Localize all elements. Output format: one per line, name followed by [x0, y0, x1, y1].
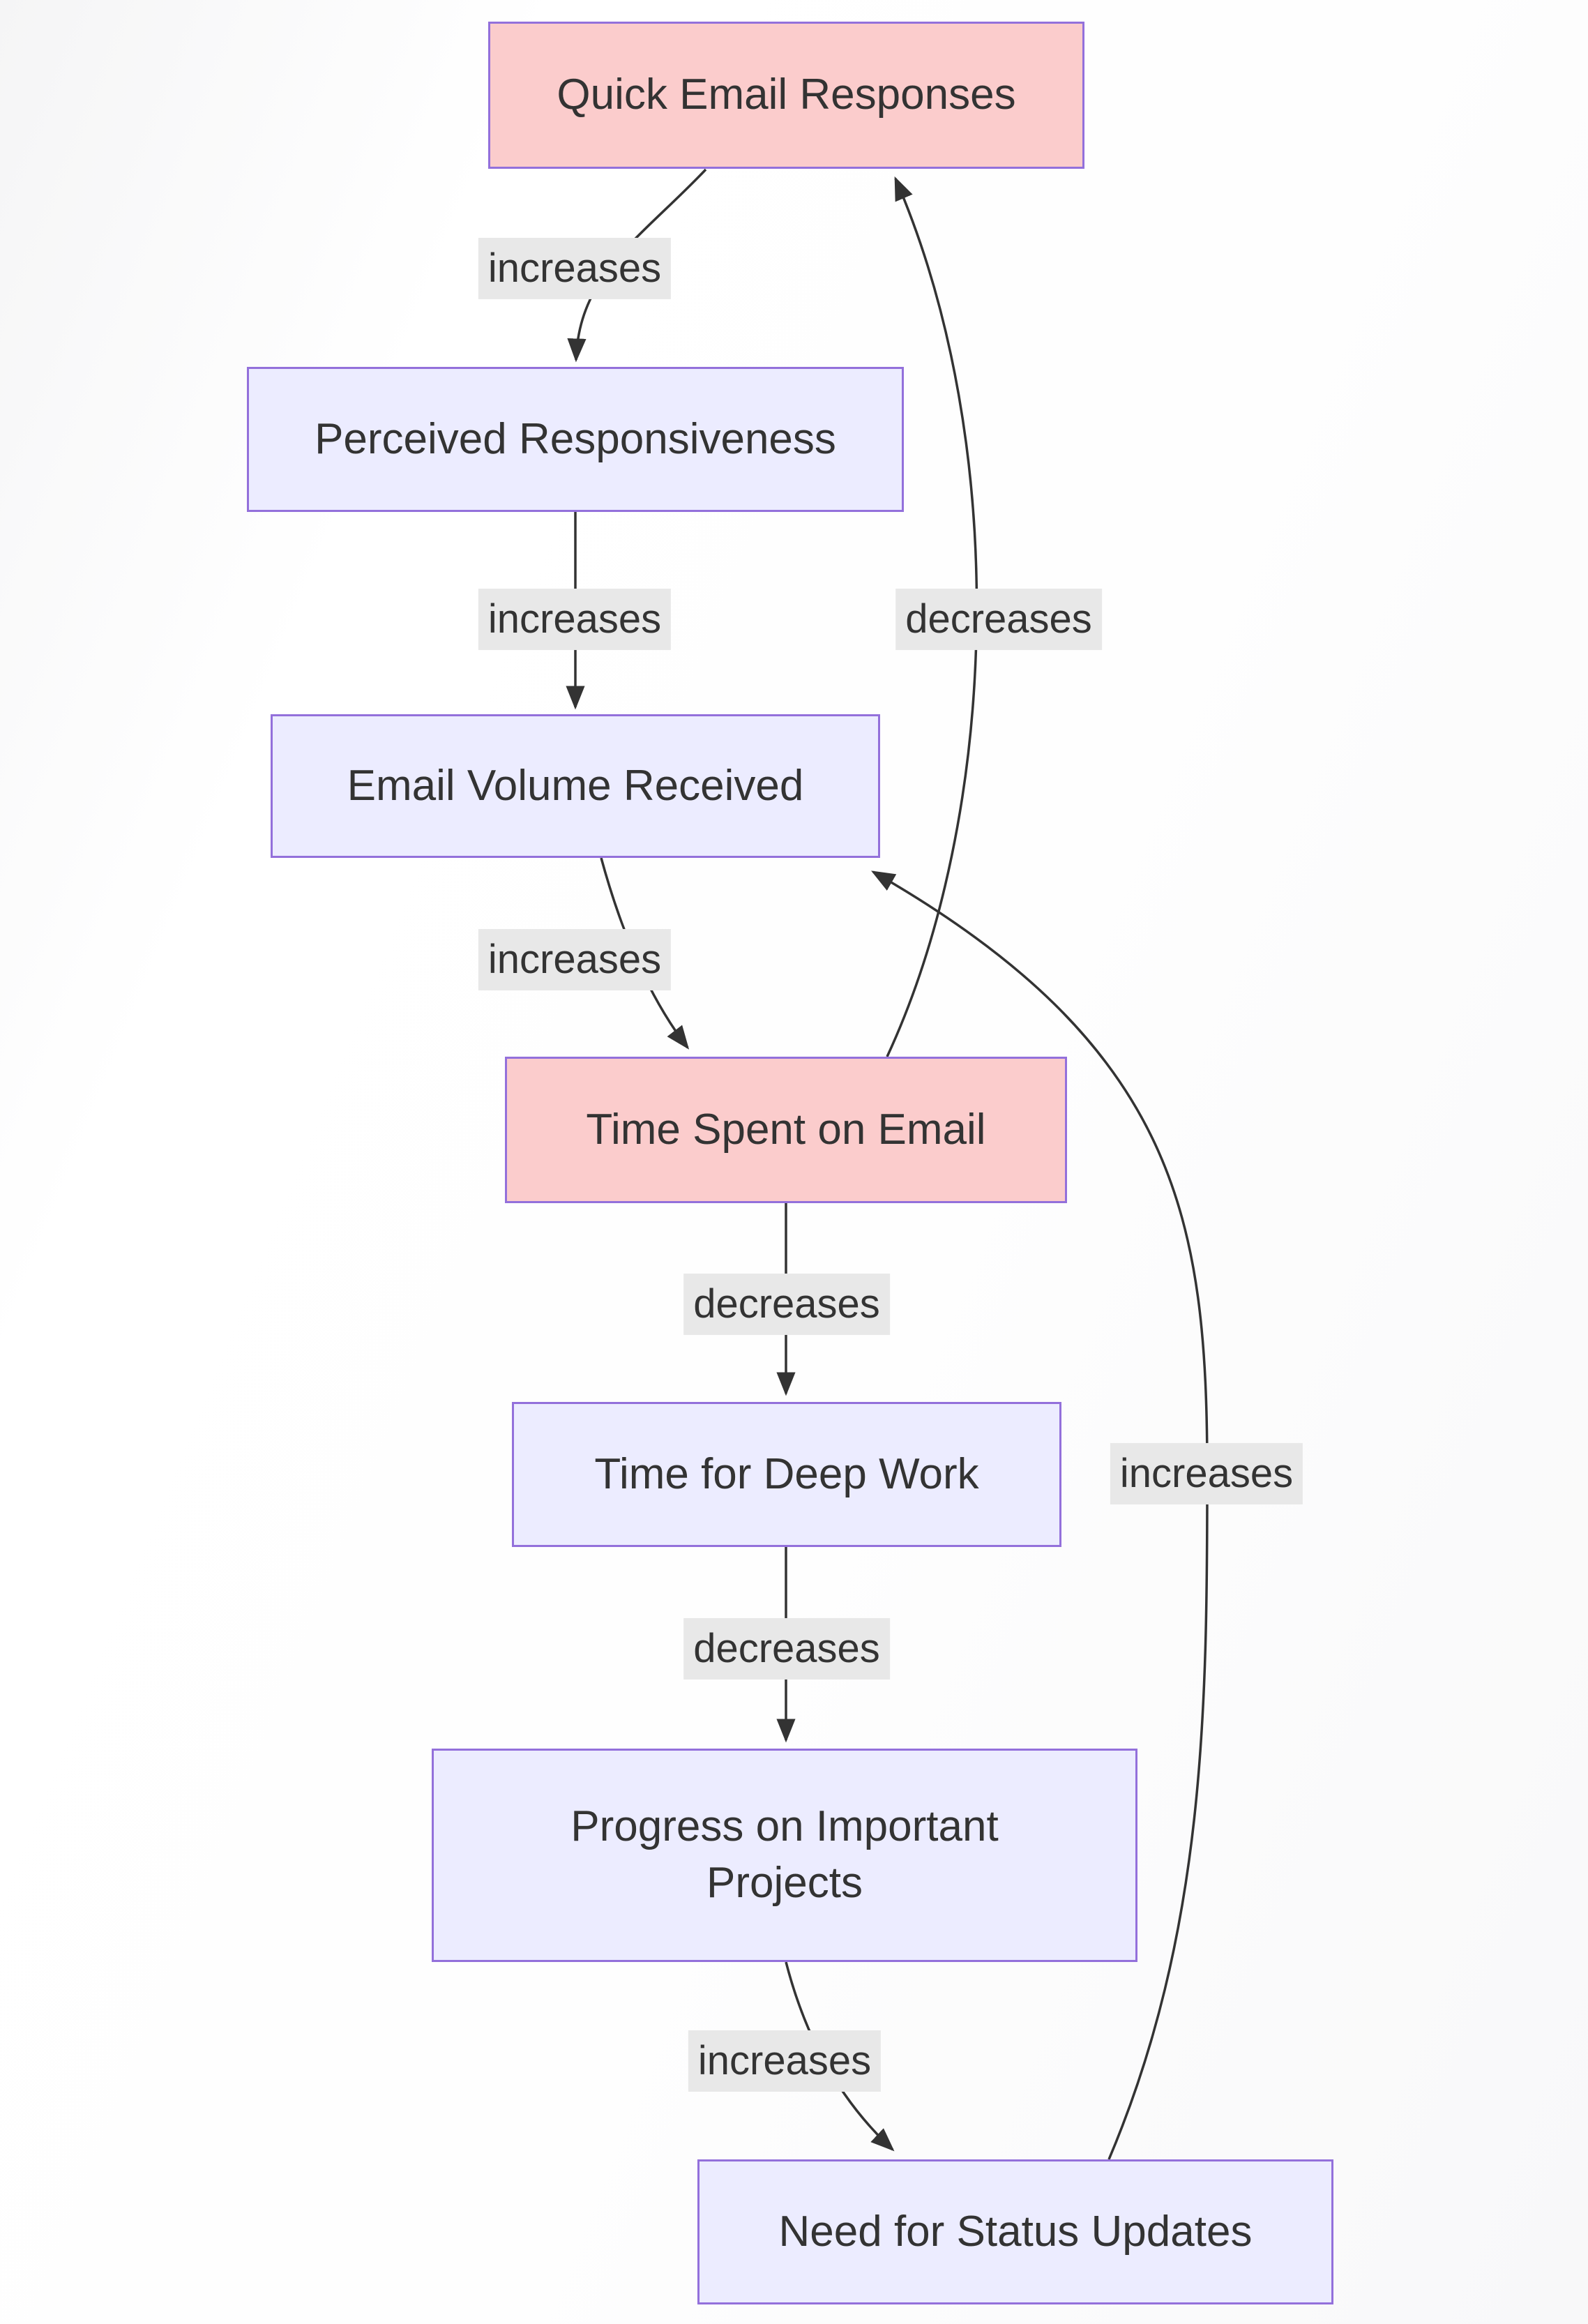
- node-need-for-status-updates: Need for Status Updates: [697, 2159, 1333, 2304]
- node-quick-email-responses: Quick Email Responses: [488, 22, 1084, 169]
- edge-label-progress-to-status-updates: increases: [688, 2030, 882, 2092]
- node-label: Email Volume Received: [347, 761, 804, 810]
- node-label: Time Spent on Email: [586, 1105, 986, 1154]
- edge-label-time-email-to-quick-email: decreases: [895, 588, 1102, 651]
- edge-label-status-updates-to-email-volume: increases: [1110, 1442, 1303, 1505]
- edge-label-email-volume-to-time-email: increases: [478, 928, 672, 991]
- edge-label-deep-work-to-progress: decreases: [683, 1617, 890, 1680]
- node-label: Perceived Responsiveness: [315, 414, 836, 463]
- node-email-volume-received: Email Volume Received: [271, 714, 880, 858]
- node-label: Quick Email Responses: [557, 70, 1016, 119]
- node-label: Progress on Important Projects: [570, 1802, 999, 1907]
- node-progress-on-important-projects: Progress on Important Projects: [432, 1749, 1137, 1962]
- node-label: Time for Deep Work: [594, 1449, 979, 1498]
- node-perceived-responsiveness: Perceived Responsiveness: [247, 367, 904, 512]
- node-time-for-deep-work: Time for Deep Work: [512, 1402, 1061, 1547]
- edge-label-quick-email-to-perceived: increases: [478, 237, 672, 300]
- node-time-spent-on-email: Time Spent on Email: [505, 1057, 1067, 1203]
- edge-label-time-email-to-deep-work: decreases: [683, 1273, 890, 1336]
- node-label: Need for Status Updates: [778, 2207, 1253, 2256]
- edge-label-perceived-to-email-volume: increases: [478, 588, 672, 651]
